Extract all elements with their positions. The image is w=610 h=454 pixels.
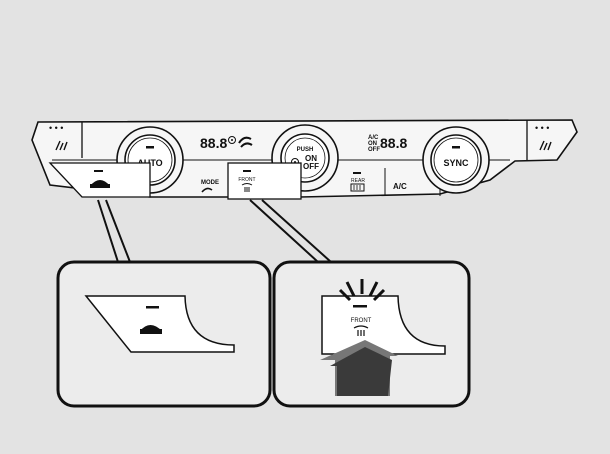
fan-icon: [228, 136, 236, 144]
leader-line-left: [97, 199, 132, 263]
sync-label: SYNC: [443, 158, 469, 168]
svg-text:88.8: 88.8: [200, 135, 227, 151]
rear-defrost-icon: [350, 183, 365, 192]
svg-text:A/C: A/C: [368, 135, 379, 141]
leader-line-right: [249, 199, 334, 263]
temperature-knob-right[interactable]: SYNC: [422, 126, 490, 194]
left-display: 88.8: [200, 135, 253, 151]
recirculation-button-zoom: [84, 295, 235, 353]
recirculation-icon: [201, 187, 213, 193]
recirculation-icon: [238, 136, 253, 148]
svg-text:FRONT: FRONT: [351, 318, 372, 324]
svg-text:REAR: REAR: [351, 178, 365, 184]
svg-text:OFF: OFF: [368, 147, 380, 153]
rear-defrost-button[interactable]: REAR: [350, 172, 365, 192]
front-defrost-button-zoom: [321, 295, 446, 355]
svg-text:• • •: • • •: [49, 123, 63, 133]
left-seat-heater-button[interactable]: • • •: [49, 123, 68, 151]
right-display: A/C ON OFF 88.8: [368, 135, 407, 153]
svg-text:• • •: • • •: [535, 123, 549, 133]
right-seat-heater-button[interactable]: • • •: [535, 123, 552, 151]
recirculation-icon: [140, 325, 162, 334]
ac-button[interactable]: A/C: [393, 182, 407, 191]
svg-text:FRONT: FRONT: [238, 177, 255, 183]
svg-text:ON: ON: [368, 141, 377, 147]
svg-text:88.8: 88.8: [380, 135, 407, 151]
seat-heater-icon: [55, 140, 68, 151]
svg-text:MODE: MODE: [201, 180, 219, 186]
front-defrost-icon: [241, 183, 253, 192]
front-defrost-button[interactable]: [227, 162, 302, 200]
front-defrost-icon: [353, 325, 369, 336]
recirculation-icon: [90, 180, 110, 188]
svg-text:ON: ON: [305, 154, 317, 163]
press-indicator: [338, 279, 386, 302]
svg-text:OFF: OFF: [303, 162, 319, 171]
mode-button[interactable]: MODE: [201, 180, 219, 193]
seat-heater-icon: [539, 140, 552, 151]
svg-text:PUSH: PUSH: [297, 147, 314, 153]
